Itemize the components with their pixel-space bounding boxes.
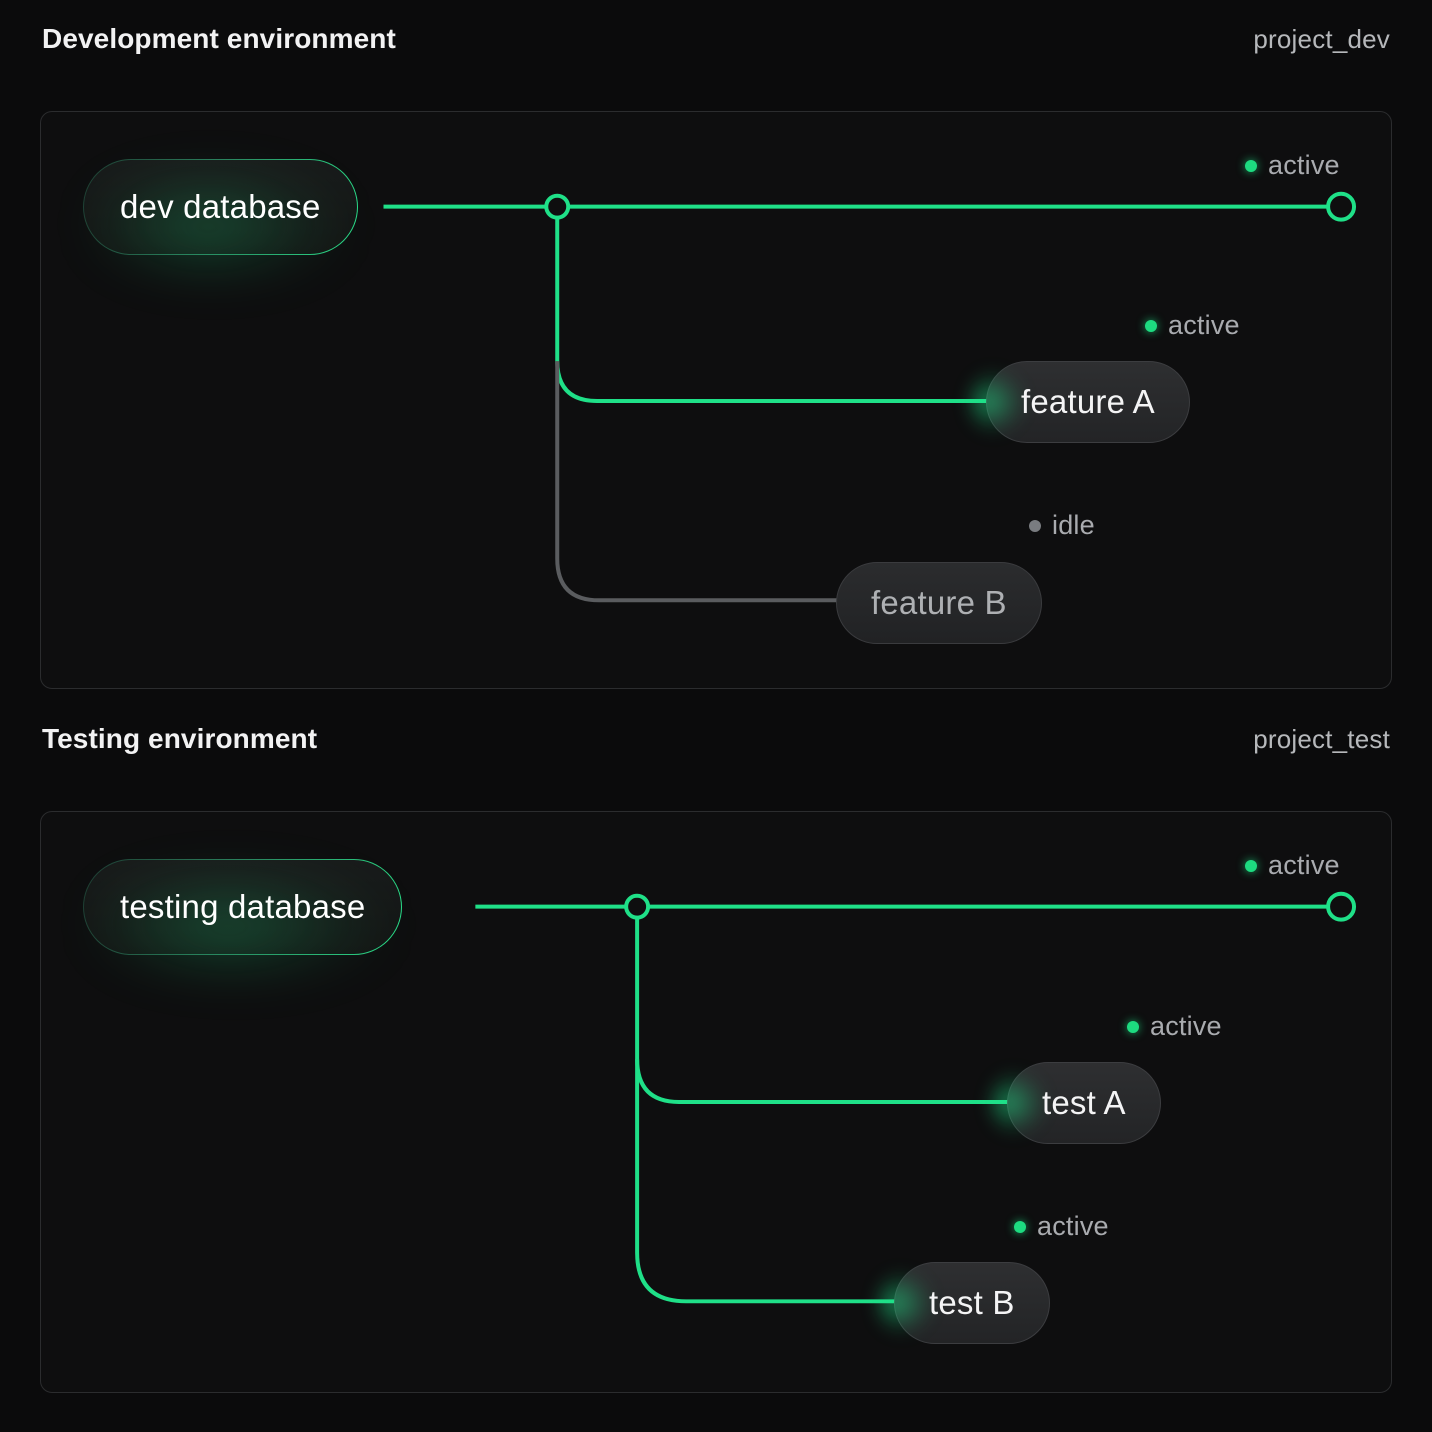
terminal-node-development[interactable] <box>1326 191 1357 222</box>
node-dev-database[interactable]: dev database <box>83 159 358 255</box>
node-label: test A <box>1042 1084 1126 1121</box>
wire-branch-test-b <box>635 1252 898 1304</box>
node-testing-database[interactable]: testing database <box>83 859 402 955</box>
status-trunk-development: active <box>1245 150 1340 181</box>
junction-node-development[interactable] <box>544 193 571 220</box>
section-project-tag: project_dev <box>1253 23 1390 54</box>
status-dot-icon <box>1029 519 1041 532</box>
wire-branch-feature-b <box>555 558 840 603</box>
terminal-node-testing[interactable] <box>1326 891 1357 922</box>
status-label: idle <box>1052 510 1095 540</box>
status-label: active <box>1037 1211 1109 1241</box>
status-label: active <box>1268 850 1340 880</box>
status-dot-icon <box>1245 159 1257 172</box>
node-test-a[interactable]: test A <box>1007 1062 1161 1144</box>
wire-branch-feature-a <box>555 361 990 403</box>
node-feature-a[interactable]: feature A <box>986 361 1190 443</box>
node-test-b[interactable]: test B <box>894 1262 1050 1344</box>
status-label: active <box>1268 150 1340 180</box>
status-dot-icon <box>1245 859 1257 872</box>
status-label: active <box>1168 310 1240 340</box>
status-feature-a: active <box>1145 310 1240 341</box>
status-trunk-testing: active <box>1245 850 1340 881</box>
status-label: active <box>1150 1011 1222 1041</box>
section-title: Development environment <box>42 23 396 54</box>
status-test-a: active <box>1127 1011 1222 1042</box>
section-header-development: Development environment project_dev <box>0 0 1432 78</box>
junction-node-testing[interactable] <box>624 893 651 920</box>
section-testing: Testing environment project_test <box>0 700 1432 1393</box>
environment-canvas-development: dev database active feature A active fea… <box>40 111 1392 689</box>
status-test-b: active <box>1014 1211 1109 1242</box>
environment-canvas-testing: testing database active test A active te… <box>40 811 1392 1393</box>
status-dot-icon <box>1127 1020 1139 1033</box>
wire-branch-test-a <box>635 1059 1010 1104</box>
node-label: feature A <box>1021 383 1155 420</box>
status-feature-b: idle <box>1029 510 1095 541</box>
node-feature-b[interactable]: feature B <box>836 562 1042 644</box>
section-header-testing: Testing environment project_test <box>0 700 1432 778</box>
section-development: Development environment project_dev <box>0 0 1432 689</box>
node-label: test B <box>929 1284 1015 1321</box>
status-dot-icon <box>1145 319 1157 332</box>
node-label: feature B <box>871 584 1007 621</box>
section-project-tag: project_test <box>1253 723 1390 754</box>
node-label: testing database <box>120 888 366 925</box>
node-label: dev database <box>120 188 321 225</box>
section-title: Testing environment <box>42 723 318 754</box>
status-dot-icon <box>1014 1220 1026 1233</box>
